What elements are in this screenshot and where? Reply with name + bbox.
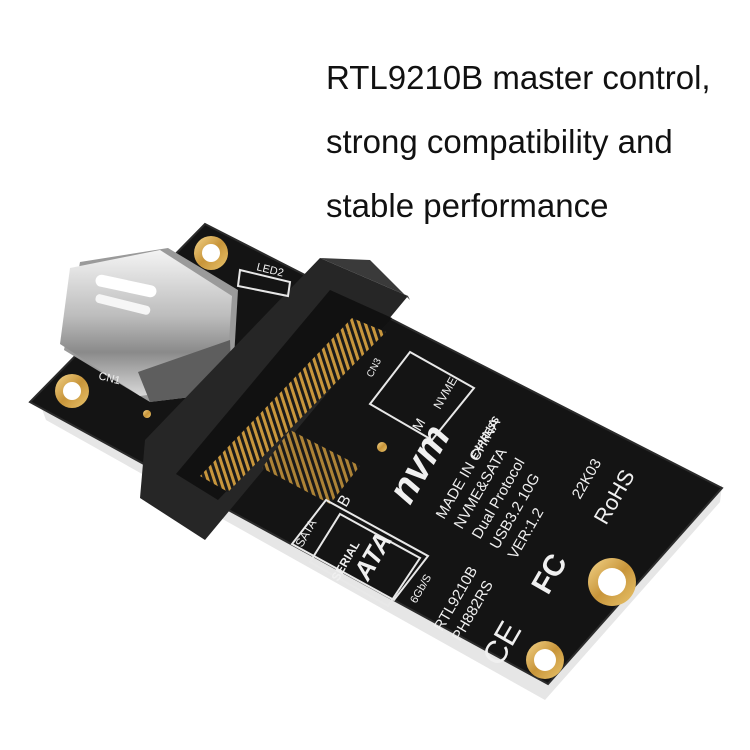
product-caption: RTL9210B master control, strong compatib… [326, 46, 746, 238]
caption-line-2: strong compatibility and [326, 123, 673, 160]
mounting-hole [588, 558, 636, 606]
silkscreen-outlines [236, 268, 476, 602]
mounting-hole [194, 236, 228, 270]
mounting-hole [526, 641, 564, 679]
m2-slot-connector [140, 258, 410, 540]
caption-line-1: RTL9210B master control, [326, 59, 711, 96]
caption-line-3: stable performance [326, 187, 609, 224]
via-dot [377, 442, 387, 452]
cn1-label: CN1 [97, 370, 121, 387]
sata-pads [262, 430, 360, 504]
mounting-hole [55, 374, 89, 408]
usb-c-connector [60, 248, 238, 402]
via-dot [143, 410, 151, 418]
